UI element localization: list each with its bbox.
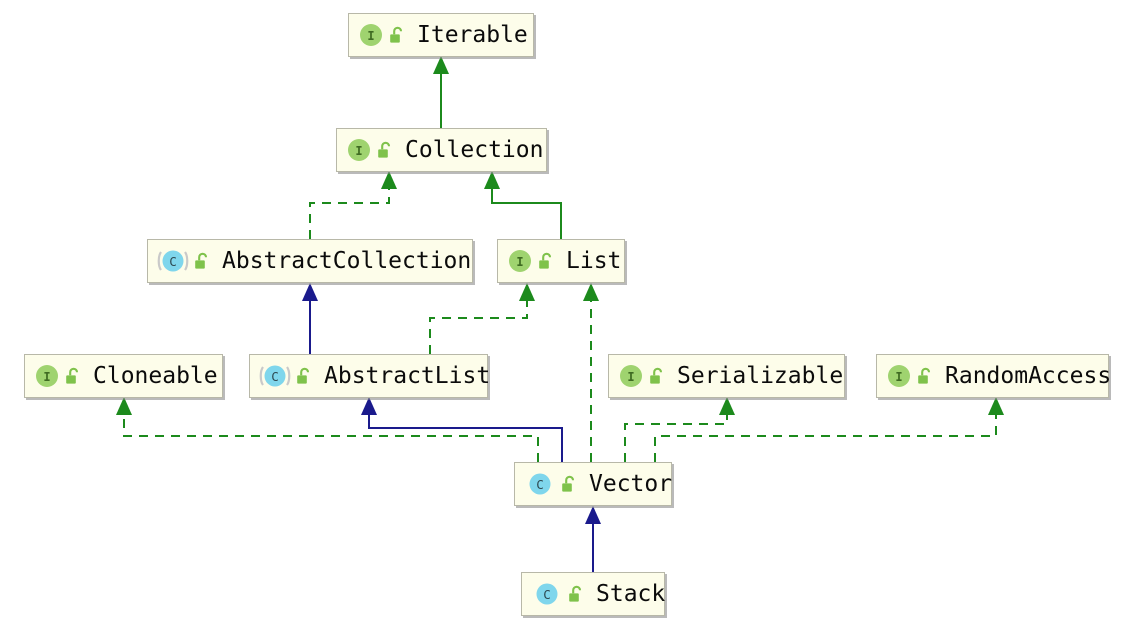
class-icon: C — [524, 470, 556, 498]
uml-node-list[interactable]: I List — [497, 239, 625, 283]
abstract-class-icon: C — [157, 247, 189, 275]
node-label: Serializable — [677, 362, 844, 389]
class-icon: C — [531, 580, 563, 608]
svg-text:I: I — [516, 255, 523, 269]
node-label: Iterable — [417, 21, 528, 48]
node-icon-group: I — [507, 248, 554, 274]
edge-abstractcollection-implements-collection — [309, 171, 397, 239]
unlocked-padlock-icon — [189, 251, 210, 271]
edge-vector-implements-serializable — [624, 397, 735, 462]
edge-vector-implements-list — [583, 283, 599, 462]
interface-icon: I — [886, 363, 912, 389]
unlocked-padlock-icon — [556, 474, 577, 494]
unlocked-padlock-icon — [644, 366, 665, 386]
edge-abstractlist-implements-list — [429, 283, 535, 354]
interface-icon: I — [507, 248, 533, 274]
interface-icon: I — [346, 137, 372, 163]
node-label: Vector — [589, 470, 673, 497]
unlocked-padlock-icon — [60, 366, 81, 386]
unlocked-padlock-icon — [912, 366, 933, 386]
uml-node-abstractlist[interactable]: C AbstractList — [249, 354, 490, 398]
interface-icon: I — [34, 363, 60, 389]
edge-vector-implements-randomaccess — [654, 397, 1004, 462]
node-icon-group: C — [524, 470, 577, 498]
edge-list-extends-collection — [484, 171, 562, 239]
interface-icon: I — [618, 363, 644, 389]
svg-text:I: I — [43, 370, 50, 384]
uml-node-randomaccess[interactable]: I RandomAccess — [876, 354, 1111, 398]
node-icon-group: C — [157, 247, 210, 275]
svg-text:I: I — [355, 144, 362, 158]
node-label: AbstractCollection — [222, 247, 472, 274]
svg-text:I: I — [627, 370, 634, 384]
node-icon-group: C — [259, 362, 312, 390]
svg-text:C: C — [271, 369, 279, 384]
svg-text:C: C — [543, 587, 551, 602]
uml-node-iterable[interactable]: I Iterable — [348, 13, 534, 57]
node-icon-group: I — [618, 363, 665, 389]
unlocked-padlock-icon — [372, 140, 393, 160]
node-label: Stack — [596, 580, 666, 607]
node-icon-group: I — [358, 22, 405, 48]
uml-node-collection[interactable]: I Collection — [336, 128, 547, 172]
abstract-class-icon: C — [259, 362, 291, 390]
node-icon-group: I — [346, 137, 393, 163]
node-label: Cloneable — [93, 362, 218, 389]
edge-abstractlist-extends-abstractcollection — [302, 283, 318, 354]
unlocked-padlock-icon — [384, 25, 405, 45]
node-icon-group: C — [531, 580, 584, 608]
node-icon-group: I — [886, 363, 933, 389]
unlocked-padlock-icon — [563, 584, 584, 604]
uml-node-abstractcollection[interactable]: C AbstractCollection — [147, 239, 473, 283]
node-label: List — [566, 247, 622, 274]
uml-node-stack[interactable]: C Stack — [521, 572, 665, 616]
svg-text:C: C — [169, 254, 177, 269]
edge-vector-extends-abstractlist — [361, 397, 563, 462]
interface-icon: I — [358, 22, 384, 48]
node-label: RandomAccess — [945, 362, 1112, 389]
edge-stack-extends-vector — [585, 506, 601, 572]
unlocked-padlock-icon — [533, 251, 554, 271]
node-icon-group: I — [34, 363, 81, 389]
uml-node-cloneable[interactable]: I Cloneable — [24, 354, 223, 398]
svg-text:I: I — [367, 29, 374, 43]
uml-node-serializable[interactable]: I Serializable — [608, 354, 845, 398]
edge-collection-extends-iterable — [433, 56, 449, 128]
unlocked-padlock-icon — [291, 366, 312, 386]
svg-text:I: I — [895, 370, 902, 384]
node-label: Collection — [405, 136, 544, 163]
edge-vector-implements-cloneable — [116, 397, 539, 462]
svg-text:C: C — [536, 477, 544, 492]
uml-node-vector[interactable]: C Vector — [514, 462, 672, 506]
node-label: AbstractList — [324, 362, 491, 389]
